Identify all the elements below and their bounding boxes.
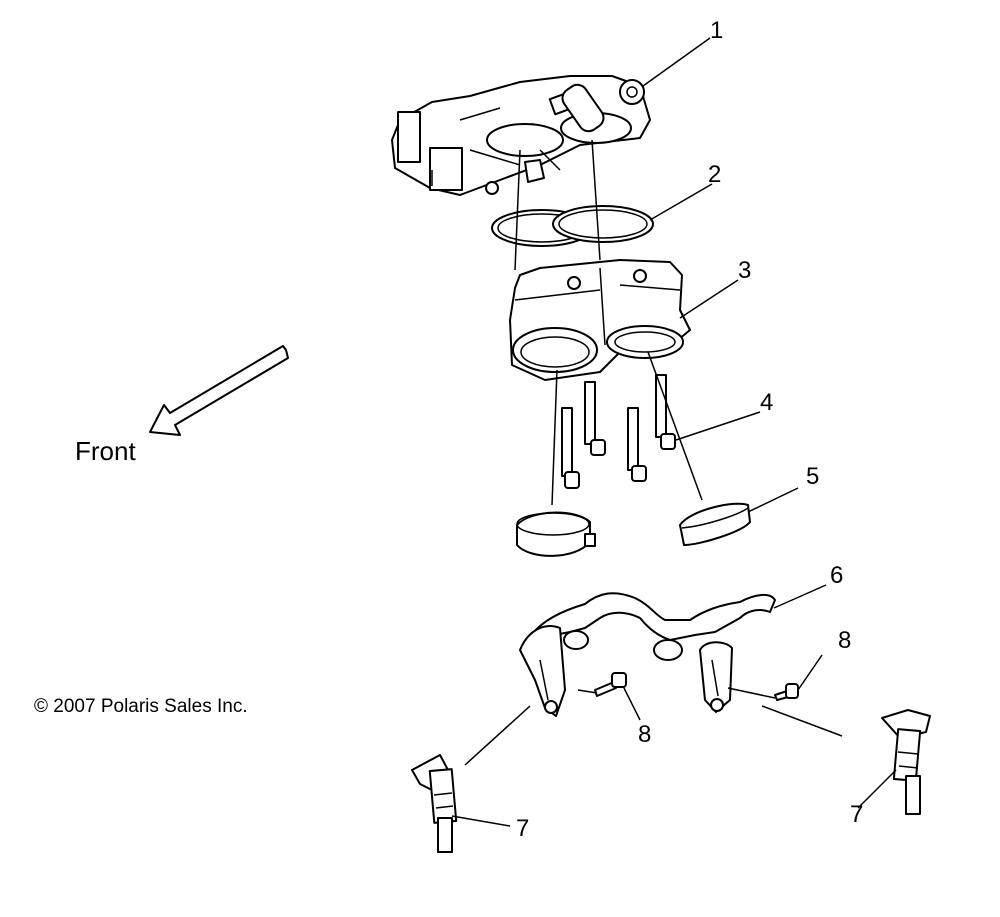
front-arrow-icon xyxy=(149,345,289,436)
fuel-injector-right-part xyxy=(881,709,931,815)
fuel-injector-left-part xyxy=(411,754,458,853)
callout-7-left: 7 xyxy=(516,815,529,842)
front-label: Front xyxy=(75,436,136,466)
hose-clamps-part xyxy=(516,502,751,557)
callout-3: 3 xyxy=(738,257,751,284)
callout-8-center: 8 xyxy=(638,721,651,748)
fuel-rail-part xyxy=(519,592,776,717)
callout-2: 2 xyxy=(708,161,721,188)
callout-6: 6 xyxy=(830,562,843,589)
callout-1: 1 xyxy=(710,17,723,44)
intake-adapter-part xyxy=(509,259,691,381)
callout-5: 5 xyxy=(806,463,819,490)
leader-lines xyxy=(451,37,897,827)
mounting-screws-part xyxy=(561,374,676,489)
rail-screws-part xyxy=(594,672,799,701)
callout-7-right: 7 xyxy=(850,801,863,828)
throttle-body-part xyxy=(391,75,651,196)
callout-4: 4 xyxy=(760,389,773,416)
callout-8-right: 8 xyxy=(838,627,851,654)
copyright-text: © 2007 Polaris Sales Inc. xyxy=(34,696,248,717)
